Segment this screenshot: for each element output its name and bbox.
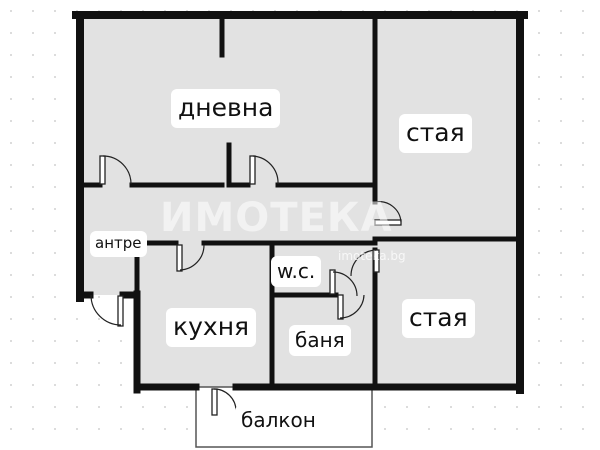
room-label-kitchen: кухня bbox=[166, 308, 257, 347]
room-label-bedroom-2: стая bbox=[402, 299, 475, 338]
door-bedroom-2 bbox=[350, 249, 380, 277]
watermark-url: imoteka.bg bbox=[338, 249, 406, 263]
door-bathroom bbox=[337, 294, 365, 320]
interior-walls bbox=[77, 12, 523, 390]
door-living-to-hall bbox=[249, 155, 279, 185]
room-label-bathroom: баня bbox=[289, 325, 351, 356]
room-label-wc: w.c. bbox=[271, 256, 322, 287]
door-kitchen bbox=[176, 244, 205, 272]
room-label-bedroom-1: стая bbox=[399, 114, 472, 153]
door-hall-to-living bbox=[99, 155, 132, 185]
room-label-hall: антре bbox=[90, 231, 147, 257]
exterior-walls bbox=[72, 11, 528, 394]
door-wc bbox=[329, 269, 358, 297]
room-label-balcony: балкон bbox=[235, 405, 322, 436]
door-bedroom-1 bbox=[374, 201, 402, 226]
watermark-logo: ИМОТЕКА bbox=[160, 195, 393, 241]
door-entrance bbox=[90, 294, 124, 327]
room-label-living: дневна bbox=[171, 89, 281, 128]
